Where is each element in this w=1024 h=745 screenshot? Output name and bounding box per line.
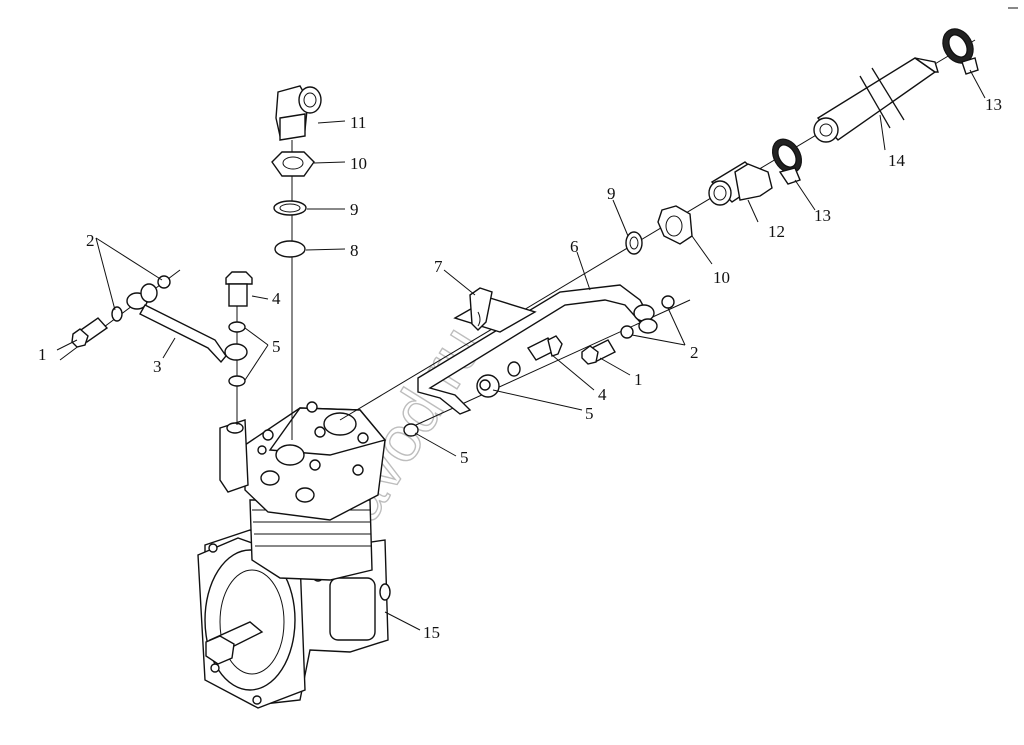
callout-14: 14 — [888, 151, 906, 170]
adapter-12 — [708, 161, 773, 206]
callout-2-right: 2 — [690, 343, 699, 362]
callout-5-left: 5 — [272, 337, 281, 356]
callout-13-lower: 13 — [814, 206, 831, 225]
washer-2-right-b — [620, 325, 634, 339]
washer-9-top — [273, 200, 307, 216]
hose-clamp-13-upper — [942, 28, 979, 75]
callout-1-right: 1 — [634, 370, 643, 389]
callout-9-top: 9 — [350, 200, 359, 219]
compressor-assembly — [197, 401, 391, 709]
callout-2-left: 2 — [86, 231, 95, 250]
callouts: 11 10 9 8 4 5 2 1 3 7 6 9 10 2 1 4 5 5 1… — [38, 95, 1002, 642]
callout-3: 3 — [153, 357, 162, 376]
callout-9-right: 9 — [607, 184, 616, 203]
elbow-fitting-11 — [275, 85, 322, 141]
callout-13-upper: 13 — [985, 95, 1002, 114]
callout-4-right: 4 — [598, 385, 607, 404]
washer-2-left-b — [157, 275, 171, 289]
callout-6: 6 — [570, 237, 579, 256]
ring-8 — [274, 240, 306, 258]
washer-2-left-a — [111, 306, 123, 322]
bolt-4-right — [526, 335, 563, 361]
callout-5-lower: 5 — [460, 448, 469, 467]
leader-lines — [56, 69, 986, 631]
pipe-6 — [417, 284, 658, 415]
callout-11: 11 — [350, 113, 366, 132]
nut-10-right — [657, 205, 693, 245]
bracket-7 — [453, 287, 537, 333]
fitting-5-right — [476, 374, 500, 398]
callout-15: 15 — [423, 623, 440, 642]
hose-clamp-13-lower — [771, 138, 803, 185]
washer-2-right-a — [661, 295, 675, 309]
banjo-bolt-1-left — [71, 317, 109, 348]
banjo-bolt-1-right — [581, 339, 616, 365]
callout-7: 7 — [434, 257, 443, 276]
oil-tube-3 — [126, 283, 248, 364]
callout-8: 8 — [350, 241, 359, 260]
bolt-4-left — [225, 271, 253, 307]
callout-4-left: 4 — [272, 289, 281, 308]
callout-1-left: 1 — [38, 345, 47, 364]
hose-14 — [813, 57, 939, 143]
washer-5-lower — [403, 423, 419, 437]
callout-12: 12 — [768, 222, 785, 241]
callout-5-right: 5 — [585, 404, 594, 423]
washer-5-left-a — [228, 321, 246, 333]
callout-10-top: 10 — [350, 154, 367, 173]
washer-5-left-b — [228, 375, 246, 387]
callout-10-right: 10 — [713, 268, 730, 287]
washer-9-right — [625, 231, 643, 255]
nut-10-top — [271, 151, 315, 177]
washer-5-right-a — [507, 361, 521, 377]
